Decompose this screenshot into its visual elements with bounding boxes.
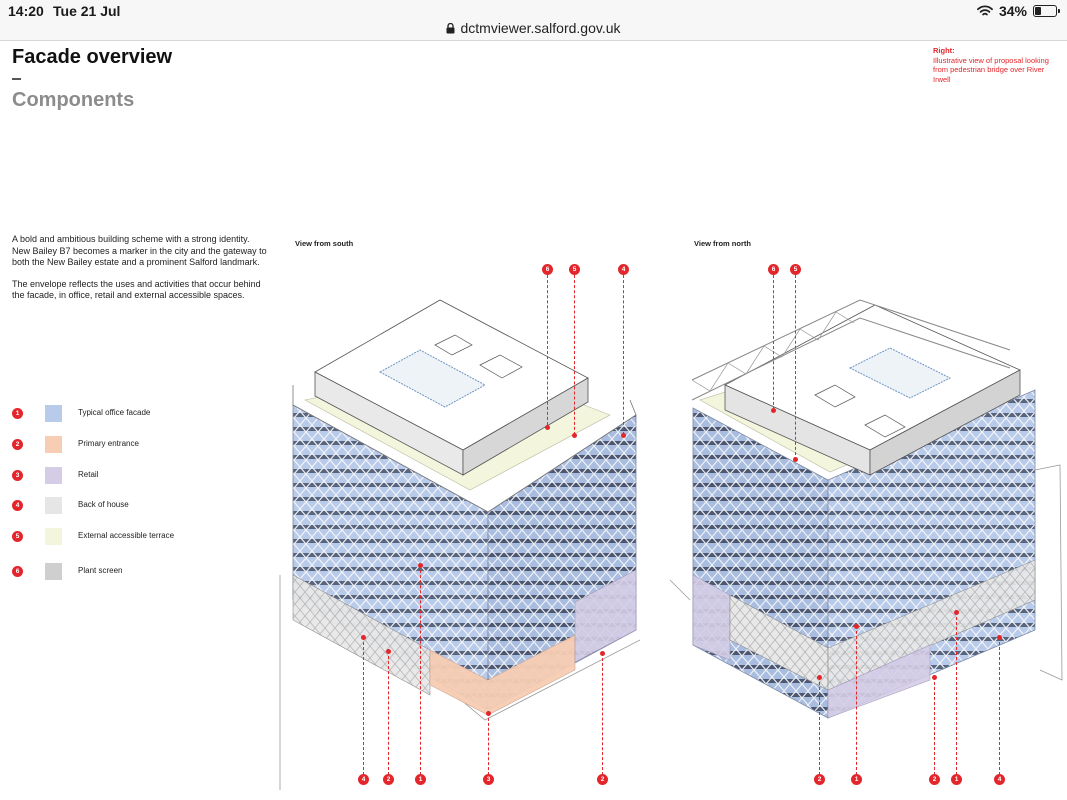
address-bar[interactable]: dctmviewer.salford.gov.uk: [0, 20, 1067, 36]
legend-label: Plant screen: [78, 566, 123, 575]
legend-number: 4: [12, 500, 23, 511]
marker-dot: [793, 457, 798, 462]
marker-dot: [932, 675, 937, 680]
legend-swatch: [45, 436, 62, 453]
battery-icon: [1033, 5, 1060, 17]
callout-south-bottom: 1: [415, 774, 426, 785]
legend-swatch: [45, 467, 62, 484]
marker-dot: [621, 433, 626, 438]
status-time: 14:20: [8, 3, 44, 19]
url-text: dctmviewer.salford.gov.uk: [460, 20, 621, 36]
legend-number: 5: [12, 531, 23, 542]
legend-number: 1: [12, 408, 23, 419]
leader-line: [956, 612, 957, 775]
callout-north-top: 6: [768, 264, 779, 275]
marker-dot: [572, 433, 577, 438]
status-bar: 14:20 Tue 21 Jul dctmviewer.salford.gov.…: [0, 0, 1067, 41]
legend-swatch: [45, 528, 62, 545]
leader-line: [934, 677, 935, 775]
marker-dot: [854, 624, 859, 629]
marker-dot: [954, 610, 959, 615]
leader-line: [547, 275, 548, 425]
leader-line: [856, 626, 857, 775]
intro-paragraph-2: The envelope reflects the uses and activ…: [12, 278, 261, 301]
building-illustrations: [279, 299, 1063, 790]
leader-line: [819, 677, 820, 775]
marker-dot: [418, 563, 423, 568]
leader-line: [623, 275, 624, 435]
battery-percent: 34%: [998, 3, 1027, 19]
callout-south-bottom: 2: [597, 774, 608, 785]
leader-line: [574, 275, 575, 435]
south-building: [292, 299, 637, 716]
callout-north-bottom: 2: [929, 774, 940, 785]
intro-paragraph-1: A bold and ambitious building scheme wit…: [12, 234, 267, 267]
legend-item: 5 External accessible terrace: [12, 528, 252, 546]
legend-label: Retail: [78, 470, 99, 479]
image-caption: Right: Illustrative view of proposal loo…: [933, 46, 1061, 84]
marker-dot: [817, 675, 822, 680]
callout-north-bottom: 1: [951, 774, 962, 785]
page-subtitle: Components: [12, 89, 135, 111]
marker-dot: [386, 649, 391, 654]
legend-label: Typical office facade: [78, 408, 151, 417]
page-title: Facade overview: [12, 46, 173, 68]
leader-line: [773, 275, 774, 410]
legend-label: Back of house: [78, 500, 129, 509]
leader-line: [420, 565, 421, 775]
legend-item: 3 Retail: [12, 467, 252, 485]
marker-dot: [771, 408, 776, 413]
leader-line: [363, 637, 364, 775]
marker-dot: [545, 425, 550, 430]
view-north-label: View from north: [694, 239, 751, 248]
intro-text: A bold and ambitious building scheme wit…: [12, 234, 268, 312]
callout-south-top: 6: [542, 264, 553, 275]
legend-swatch: [45, 405, 62, 422]
legend-label: Primary entrance: [78, 439, 139, 448]
wifi-icon: [977, 5, 993, 16]
leader-line: [488, 713, 489, 775]
leader-line: [602, 653, 603, 775]
status-date: Tue 21 Jul: [53, 3, 121, 19]
leader-line: [999, 637, 1000, 775]
marker-dot: [600, 651, 605, 656]
lock-icon: [446, 23, 455, 34]
callout-north-top: 5: [790, 264, 801, 275]
legend-swatch: [45, 563, 62, 580]
caption-heading: Right:: [933, 46, 955, 55]
legend-number: 6: [12, 566, 23, 577]
callout-south-bottom: 2: [383, 774, 394, 785]
legend-number: 3: [12, 470, 23, 481]
marker-dot: [997, 635, 1002, 640]
marker-dot: [361, 635, 366, 640]
north-building: [691, 299, 1036, 719]
legend-number: 2: [12, 439, 23, 450]
leader-line: [795, 275, 796, 460]
callout-south-bottom: 3: [483, 774, 494, 785]
view-south-label: View from south: [295, 239, 354, 248]
status-right: 34%: [977, 3, 1060, 19]
legend-swatch: [45, 497, 62, 514]
marker-dot: [486, 711, 491, 716]
legend-label: External accessible terrace: [78, 531, 175, 540]
callout-north-bottom: 4: [994, 774, 1005, 785]
callout-south-bottom: 4: [358, 774, 369, 785]
callout-north-bottom: 1: [851, 774, 862, 785]
leader-line: [388, 651, 389, 775]
title-divider: [12, 78, 21, 80]
legend-item: 1 Typical office facade: [12, 405, 252, 423]
legend-item: 2 Primary entrance: [12, 436, 252, 454]
callout-south-top: 4: [618, 264, 629, 275]
callout-south-top: 5: [569, 264, 580, 275]
legend-item: 4 Back of house: [12, 497, 252, 515]
legend-item: 6 Plant screen: [12, 563, 252, 581]
callout-north-bottom: 2: [814, 774, 825, 785]
caption-text: Illustrative view of proposal looking fr…: [933, 55, 1049, 84]
